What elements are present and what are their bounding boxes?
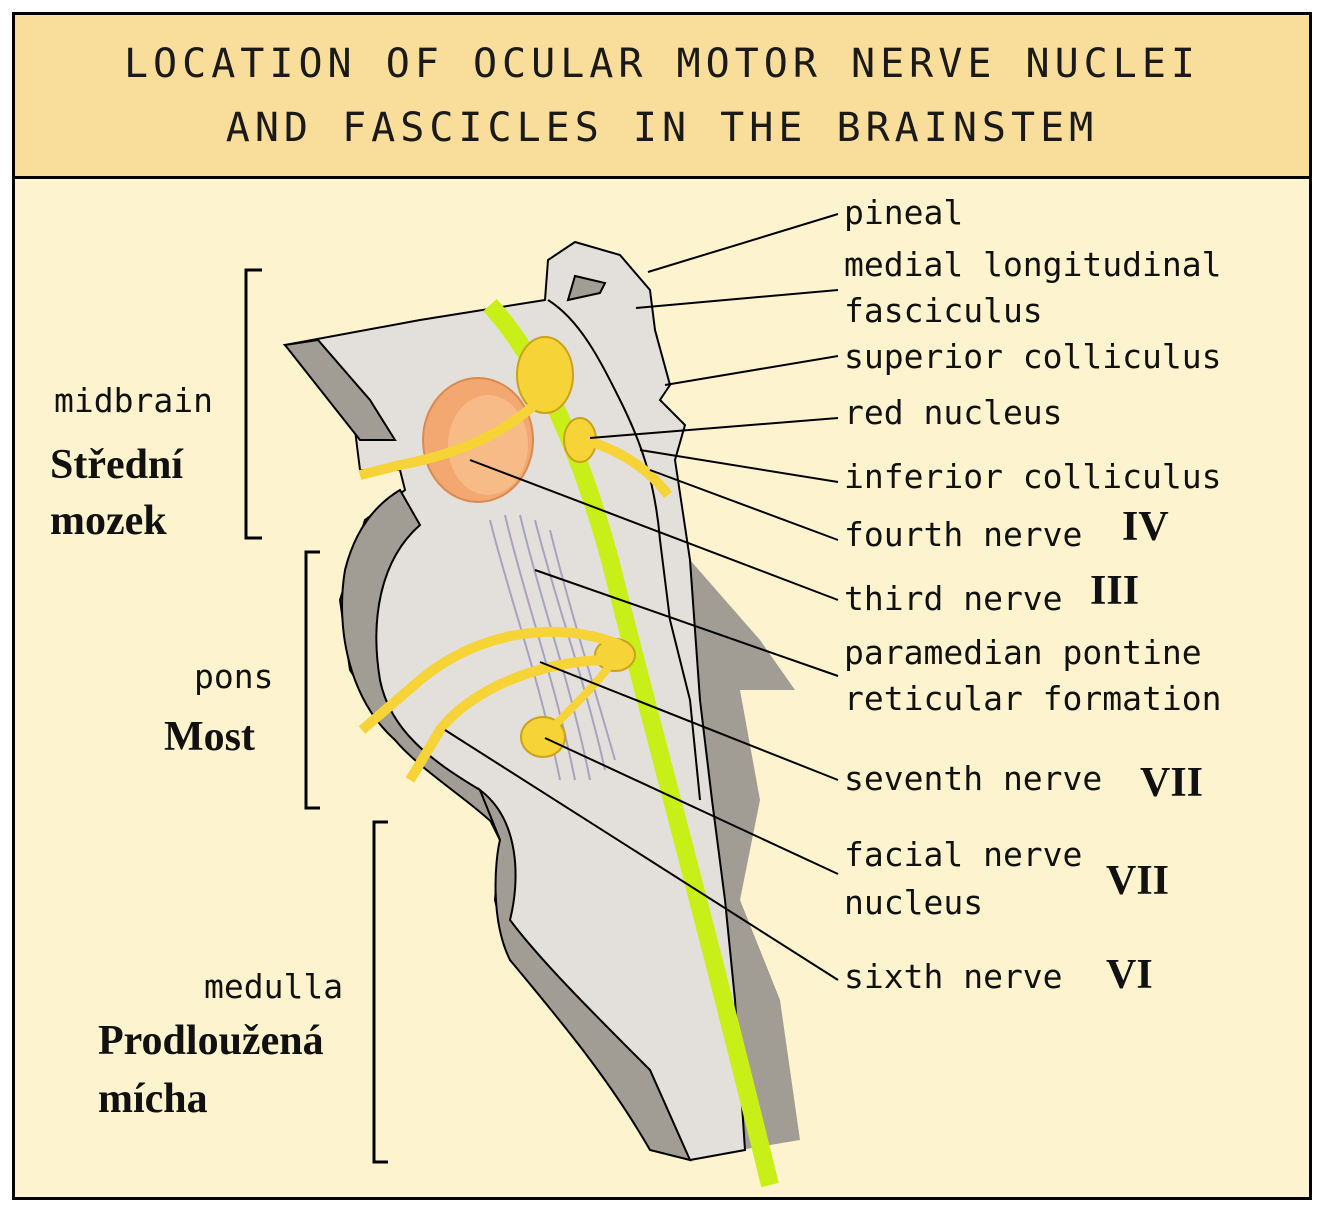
brainstem-body [285, 242, 745, 1160]
medulla-czech-line-2: mícha [98, 1078, 208, 1120]
mlf-label-line-1: medial longitudinal [844, 248, 1222, 281]
pprf-label-line-1: paramedian pontine [844, 636, 1202, 669]
fourth-nerve-label: fourth nerve [844, 518, 1082, 551]
facial-nucleus-label-line-2: nucleus [844, 886, 983, 919]
pineal-label: pineal [844, 196, 963, 229]
mlf-label-line-2: fasciculus [844, 294, 1043, 327]
midbrain-bracket [246, 270, 262, 538]
pprf-label-line-2: reticular formation [844, 682, 1222, 715]
fourth-nerve-roman: IV [1122, 506, 1169, 548]
third-nerve-label: third nerve [844, 582, 1063, 615]
facial-nucleus-roman: VII [1106, 860, 1169, 902]
medulla-bracket [374, 822, 388, 1162]
medulla-czech-line-1: Prodloužená [98, 1020, 324, 1062]
sixth-nerve-roman: VI [1106, 954, 1153, 996]
midbrain-czech-line-2: mozek [50, 500, 167, 542]
superior-colliculus-label: superior colliculus [844, 340, 1222, 373]
midbrain-czech-line-1: Střední [50, 444, 183, 486]
pons-label: pons [194, 660, 273, 693]
medulla-label: medulla [204, 970, 343, 1003]
inferior-colliculus-label: inferior colliculus [844, 460, 1222, 493]
facial-nucleus-label-line-1: facial nerve [844, 838, 1082, 871]
pons-czech: Most [164, 716, 255, 758]
seventh-nerve-label: seventh nerve [844, 762, 1102, 795]
red-nucleus-label: red nucleus [844, 396, 1063, 429]
pons-bracket [306, 552, 320, 808]
midbrain-label: midbrain [54, 384, 213, 417]
seventh-nerve-roman: VII [1140, 762, 1203, 804]
third-nerve-roman: III [1090, 570, 1139, 612]
sixth-nerve-label: sixth nerve [844, 960, 1063, 993]
